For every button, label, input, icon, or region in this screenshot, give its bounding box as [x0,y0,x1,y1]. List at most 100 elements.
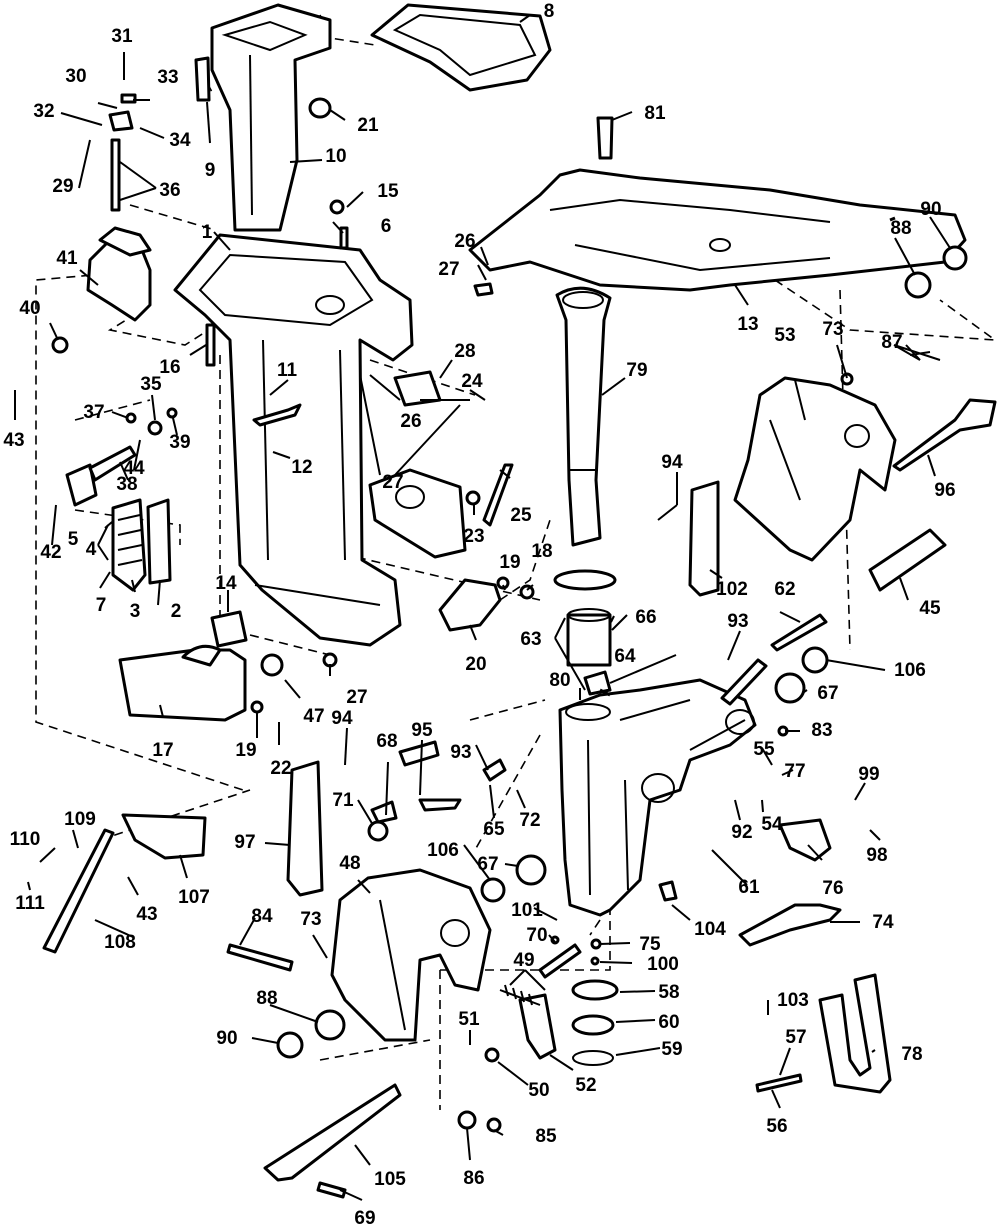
callout-88-b: 88 [256,988,277,1009]
callout-39: 39 [169,432,190,453]
callout-19-b: 19 [235,740,256,761]
callout-48: 48 [339,853,360,874]
callout-14: 14 [215,573,237,594]
callout-36: 36 [159,180,180,201]
callout-9: 9 [205,160,216,181]
callout-32: 32 [33,101,54,122]
callout-4: 4 [86,539,97,560]
callout-69: 69 [354,1208,375,1227]
callout-16: 16 [159,357,180,378]
callout-43-a: 43 [3,430,24,451]
callout-53: 53 [774,325,795,346]
callout-80: 80 [549,670,570,691]
callout-67-a: 67 [817,683,838,704]
part-10-exhaust-housing [210,3,332,232]
callout-10: 10 [325,146,346,167]
callout-44: 44 [123,458,145,479]
part-58-60-59-rings [571,979,619,1066]
part-2-plate [146,498,172,585]
callout-24: 24 [461,371,483,392]
callout-95: 95 [411,720,433,741]
callout-93-a: 93 [727,611,748,632]
callout-109: 109 [64,809,96,830]
callout-78: 78 [901,1044,922,1065]
callout-64: 64 [614,646,636,667]
callout-6: 6 [381,216,392,237]
callout-7: 7 [96,595,107,616]
callout-101: 101 [511,900,543,921]
callout-86: 86 [463,1168,484,1189]
part-3-grille [111,498,147,592]
callout-108: 108 [104,932,136,953]
callout-94-b: 94 [331,708,353,729]
callout-27-b: 27 [382,472,403,493]
callout-71: 71 [332,790,354,811]
callout-56: 56 [766,1116,787,1137]
callout-43-b: 43 [136,904,157,925]
callout-65: 65 [483,819,505,840]
callout-102: 102 [716,579,748,600]
callout-12: 12 [291,457,312,478]
callout-38: 38 [116,474,137,495]
callout-27-a: 27 [438,259,459,280]
callout-25: 25 [510,505,532,526]
callout-106-b: 106 [427,840,459,861]
callout-70: 70 [526,925,547,946]
callout-61: 61 [738,877,760,898]
part-96-rod [892,398,997,472]
callout-76: 76 [822,878,843,899]
part-20-clip [438,578,502,632]
part-8-gasket [370,3,552,92]
part-14-pad [210,610,248,648]
part-79-swivel-tube [555,286,612,547]
part-49-spring [499,984,541,1006]
callout-58: 58 [658,982,679,1003]
part-63-bushing [553,569,617,667]
callout-49: 49 [513,950,534,971]
callout-81: 81 [644,103,666,124]
callout-73-b: 73 [300,909,321,930]
part-102-lever [688,480,720,597]
callout-88-a: 88 [890,218,911,239]
callout-110: 110 [10,829,41,850]
callout-111: 111 [15,893,45,914]
callout-59: 59 [661,1039,682,1060]
callout-33: 33 [157,67,178,88]
callout-17: 17 [152,740,173,761]
part-97-lever [286,760,324,897]
callout-20: 20 [465,654,486,675]
callout-97: 97 [234,832,255,853]
callout-62: 62 [774,579,795,600]
callout-60: 60 [658,1012,679,1033]
callout-1: 1 [202,222,213,243]
callout-50: 50 [528,1080,549,1101]
part-45-sleeve [868,528,947,592]
part-21-plug [308,97,332,119]
part-24-bracket [368,468,467,559]
callout-90-a: 90 [920,199,941,220]
callout-34: 34 [169,130,191,151]
part-38-shaft-plate [65,445,137,507]
callout-96: 96 [934,480,955,501]
small-hardware [51,56,968,1199]
callout-79: 79 [626,360,647,381]
callout-18: 18 [531,541,552,562]
callout-30: 30 [65,66,86,87]
callout-47: 47 [303,706,324,727]
callout-5: 5 [68,529,79,550]
callout-67-b: 67 [477,854,498,875]
callout-84: 84 [251,906,273,927]
part-48-stern-bracket-left [330,868,492,1042]
callout-3: 3 [130,601,141,622]
callout-37: 37 [83,402,104,423]
callout-85: 85 [535,1126,557,1147]
callout-27-c: 27 [346,687,367,708]
callout-labels: 1 2 3 4 5 6 7 8 9 10 11 12 13 14 15 16 1… [3,1,955,1227]
part-74-link [738,903,842,947]
leader-lines [14,14,951,1201]
callout-66: 66 [635,607,656,628]
callout-103: 103 [777,990,809,1011]
callout-93-b: 93 [450,742,471,763]
callout-63: 63 [520,629,541,650]
